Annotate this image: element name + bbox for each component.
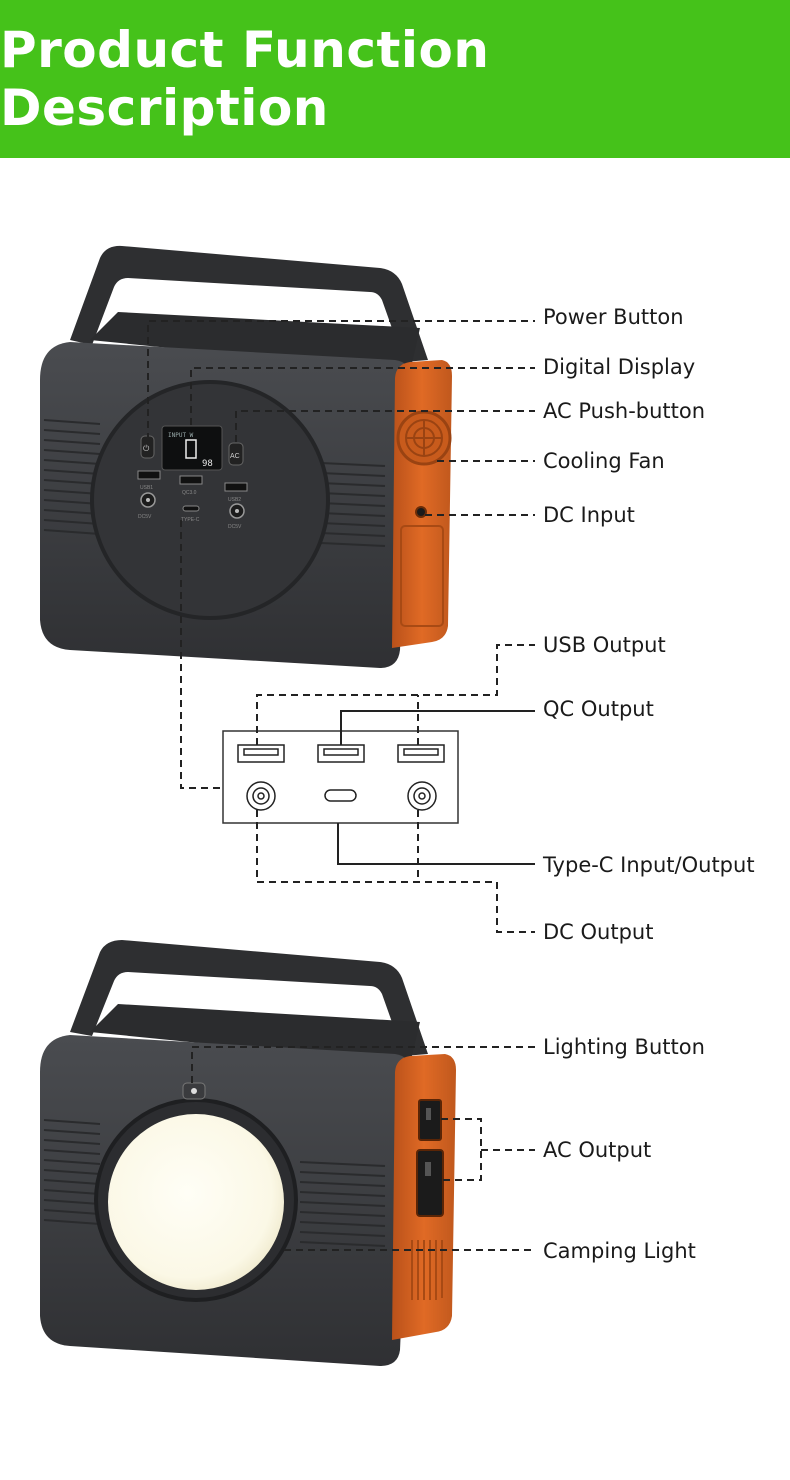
leader-power-button (147, 320, 535, 440)
carry-handle (70, 245, 428, 362)
leader-usb-output (256, 644, 535, 745)
leader-qc-output (340, 710, 535, 745)
leader-typec-device (180, 520, 223, 789)
header-banner: Product Function Description (0, 0, 790, 158)
port-detail-panel (222, 730, 459, 824)
label-ac-push-button: AC Push-button (543, 399, 706, 423)
light-bulb-icon (191, 1088, 197, 1094)
label-qc-output: QC Output (543, 697, 654, 721)
detail-usb-center-tongue (323, 748, 359, 756)
fan-grill (405, 419, 443, 457)
dc-left-text: DC5V (138, 514, 152, 520)
ac-push-button[interactable] (228, 442, 244, 466)
detail-usb-left-tongue (243, 748, 279, 756)
typec-port (182, 505, 200, 512)
detail-dc-left-pin (257, 792, 265, 800)
side-ribs-back (43, 1119, 386, 1247)
leader-dc-output (256, 810, 535, 933)
usb2-text: USB2 (228, 497, 241, 503)
qc-port (179, 475, 203, 485)
ac-outlet-1-slot (426, 1108, 431, 1120)
side-panel-door (400, 525, 444, 627)
detail-usb-right-tongue (403, 748, 439, 756)
dc-right-text: DC5V (228, 524, 242, 530)
leader-digital-display (190, 367, 535, 425)
label-camping-light: Camping Light (543, 1239, 696, 1263)
qc-text: QC3.0 (182, 490, 197, 496)
top-lid-back (90, 1004, 420, 1064)
port-detail-box (222, 730, 459, 824)
leader-lines (147, 320, 535, 1251)
label-typec-io: Type-C Input/Output (543, 853, 755, 877)
detail-dc-right (407, 781, 437, 811)
front-panel (90, 380, 330, 620)
label-usb-output: USB Output (543, 633, 666, 657)
usb1-text: USB1 (140, 485, 153, 491)
label-dc-input: DC Input (543, 503, 635, 527)
leader-lighting-button (191, 1046, 535, 1083)
label-ac-output: AC Output (543, 1138, 652, 1162)
leader-typec-io (337, 823, 535, 865)
camping-light (108, 1114, 284, 1290)
device-front-view: INPUT W 98 ⏻ AC USB1 QC3.0 USB2 DC5V DC5… (40, 245, 452, 668)
dc-port-right-pin (235, 509, 239, 513)
detail-dc-left-inner (252, 787, 270, 805)
dc-port-left-pin (146, 498, 150, 502)
detail-typec (324, 789, 357, 802)
typec-text: TYPE-C (181, 517, 200, 523)
battery-icon (185, 439, 197, 459)
power-icon: ⏻ (143, 444, 150, 453)
label-digital-display: Digital Display (543, 355, 696, 379)
usb-port-2 (224, 482, 248, 492)
label-power-button: Power Button (543, 305, 684, 329)
usb-port-1 (137, 470, 161, 480)
ac-outlet-2 (416, 1149, 444, 1217)
label-dc-output: DC Output (543, 920, 654, 944)
label-lighting-button: Lighting Button (543, 1035, 705, 1059)
detail-dc-right-pin (418, 792, 426, 800)
device-back-view (40, 940, 456, 1366)
ac-outlet-2-slot (425, 1162, 431, 1176)
leader-ac-output-bracket (441, 1118, 482, 1181)
detail-usb-right (397, 744, 445, 763)
digital-display (161, 425, 223, 471)
detail-usb-left (237, 744, 285, 763)
page-title: Product Function Description (0, 21, 490, 137)
carry-handle-back (70, 940, 428, 1056)
leader-ac-push-button (235, 410, 535, 442)
ac-button-text: AC (230, 453, 240, 460)
display-header: INPUT W (168, 432, 194, 439)
display-reading: 98 (202, 459, 213, 469)
detail-dc-left (246, 781, 276, 811)
detail-dc-right-inner (413, 787, 431, 805)
label-cooling-fan: Cooling Fan (543, 449, 665, 473)
dc-input-port (415, 506, 427, 518)
